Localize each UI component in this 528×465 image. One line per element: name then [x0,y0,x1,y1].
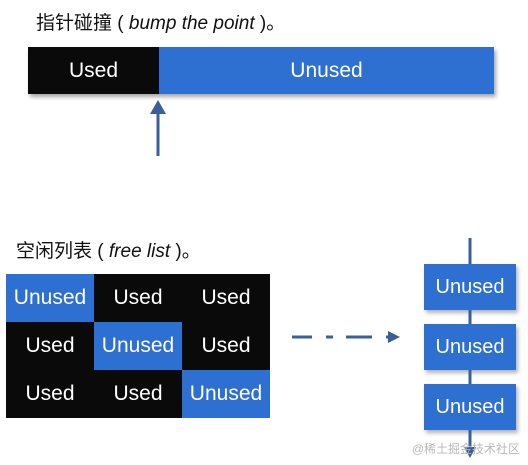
list-node-2: Unused [424,324,516,370]
grid-cell-used: Used [94,370,182,418]
grid-cell-unused: Unused [182,370,270,418]
bump-memory-bar: Used Unused [28,47,494,94]
bump-title: 指针碰撞 ( bump the point )。 [36,13,286,34]
list-node-label: Unused [435,275,505,298]
freelist-title: 空闲列表 ( free list )。 [16,241,201,262]
bump-pointer-arrow [150,100,166,156]
used-segment-label: Used [68,58,119,82]
grid-cell-unused: Unused [6,274,94,322]
list-link-line [464,238,476,458]
grid-cell-used: Used [182,274,270,322]
list-node-1: Unused [424,264,516,310]
unused-segment: Unused [159,47,494,94]
list-node-label: Unused [435,335,505,358]
list-node-label: Unused [435,395,505,418]
list-node-3: Unused [424,384,516,430]
used-segment: Used [28,47,159,94]
grid-cell-used: Used [6,322,94,370]
grid-cell-used: Used [94,274,182,322]
grid-cell-unused: Unused [94,322,182,370]
grid-cell-used: Used [182,322,270,370]
bump-title-en: bump the point [128,13,255,34]
freelist-title-cn: 空闲列表 [16,241,93,262]
bump-title-cn: 指针碰撞 [36,13,113,34]
grid-cell-used: Used [6,370,94,418]
dashdot-arrow [292,331,400,343]
freelist-title-en: free list [108,241,171,262]
watermark: @稀土掘金技术社区 [411,442,520,456]
unused-segment-label: Unused [290,58,363,82]
